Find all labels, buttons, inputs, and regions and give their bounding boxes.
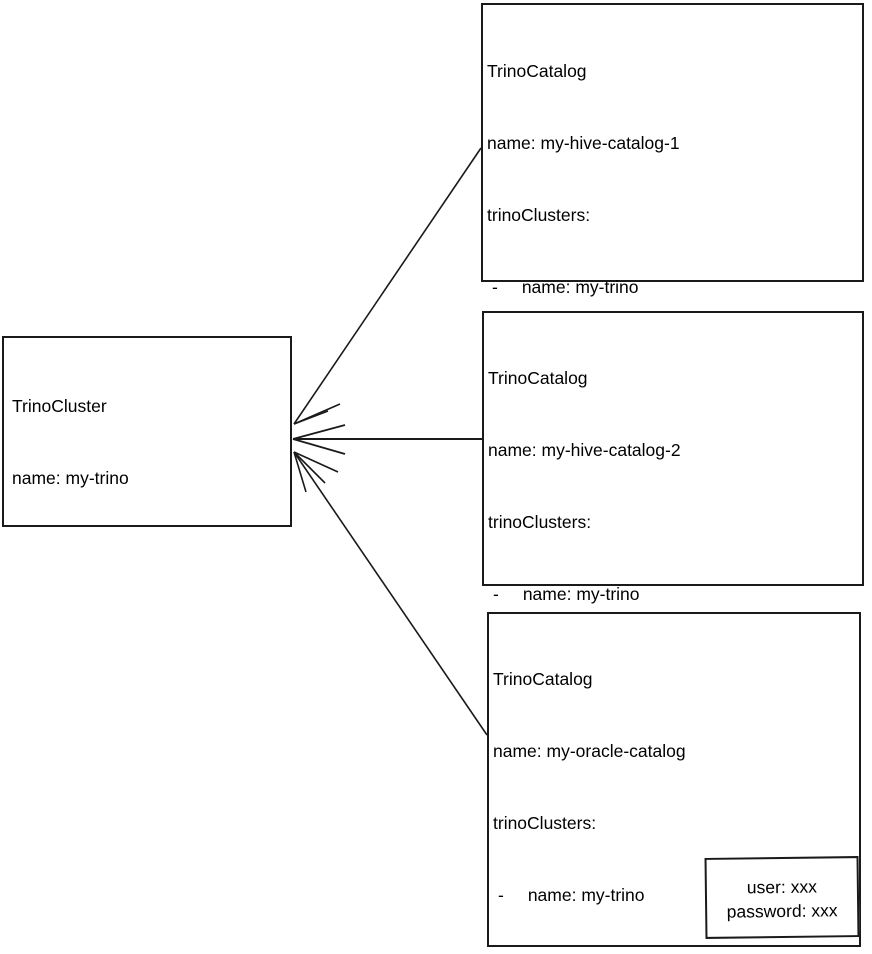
node-trino-catalog-hive-2[interactable]: TrinoCatalog name: my-hive-catalog-2 tri… (482, 311, 864, 892)
node-oracle-credentials-secret[interactable]: user: xxx password: xxx (704, 856, 860, 939)
node-trino-catalog-hive-1[interactable]: TrinoCatalog name: my-hive-catalog-1 tri… (481, 3, 864, 657)
catalog3-line-0: TrinoCatalog (493, 669, 593, 689)
catalog1-line-3-value: name: my-trino (521, 277, 639, 297)
catalog2-line-2: trinoClusters: (488, 512, 592, 532)
catalog3-line-2: trinoClusters: (493, 813, 597, 833)
node-trino-cluster[interactable]: TrinoCluster name: my-trino (2, 336, 292, 527)
catalog3-line-3-value: name: my-trino (527, 885, 645, 905)
catalog1-line-3: - name: my-trino (487, 275, 712, 299)
trino-cluster-yaml: TrinoCluster name: my-trino (12, 346, 129, 538)
trino-catalog-oracle-yaml: TrinoCatalog name: my-oracle-catalog tri… (493, 619, 802, 954)
catalog2-line-3: - name: my-trino (488, 582, 684, 606)
secret-user-line: user: xxx (746, 876, 818, 898)
edge-catalog1-to-cluster (293, 147, 482, 425)
catalog1-line-1: name: my-hive-catalog-1 (487, 133, 680, 153)
catalog2-line-3-dash: - (493, 584, 499, 604)
edge-catalog2-to-cluster (292, 424, 482, 455)
secret-password-line: password: xxx (726, 900, 838, 922)
catalog1-line-0: TrinoCatalog (487, 61, 587, 81)
catalog2-line-0: TrinoCatalog (488, 368, 588, 388)
catalog3-line-1: name: my-oracle-catalog (493, 741, 686, 761)
catalog3-line-3: - name: my-trino (493, 883, 802, 907)
catalog1-line-3-dash: - (492, 277, 498, 297)
node-trino-catalog-oracle[interactable]: TrinoCatalog name: my-oracle-catalog tri… (487, 612, 861, 947)
trino-cluster-kind: TrinoCluster (12, 396, 107, 416)
catalog2-line-1: name: my-hive-catalog-2 (488, 440, 681, 460)
catalog3-line-3-dash: - (498, 885, 504, 905)
catalog2-line-3-value: name: my-trino (522, 584, 640, 604)
catalog1-line-2: trinoClusters: (487, 205, 591, 225)
trino-cluster-name: name: my-trino (12, 468, 129, 488)
edge-catalog3-to-cluster (293, 451, 488, 736)
